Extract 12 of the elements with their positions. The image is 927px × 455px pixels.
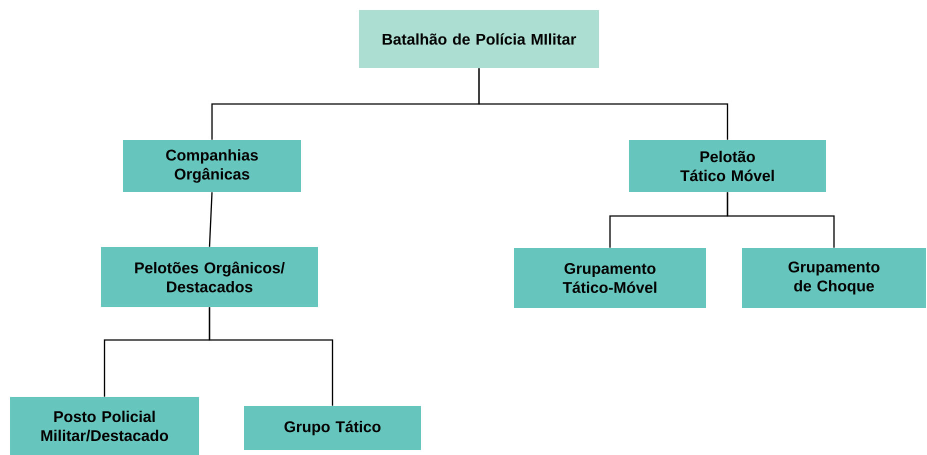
org-box: Grupamento de Choque [742, 248, 926, 308]
connector-line [726, 192, 835, 248]
connector-line [208, 192, 213, 247]
org-box: Grupamento Tático-Móvel [514, 248, 706, 308]
org-box: Pelotão Tático Móvel [629, 140, 826, 192]
org-box: Companhias Orgânicas [123, 140, 301, 192]
connector-line [208, 307, 334, 406]
org-box: Grupo Tático [244, 406, 421, 450]
org-box: Batalhão de Polícia MIlitar [359, 10, 599, 68]
org-box: Posto Policial Militar/Destacado [10, 397, 199, 455]
connector-line [478, 68, 728, 140]
org-box: Pelotões Orgânicos/ Destacados [101, 247, 318, 307]
